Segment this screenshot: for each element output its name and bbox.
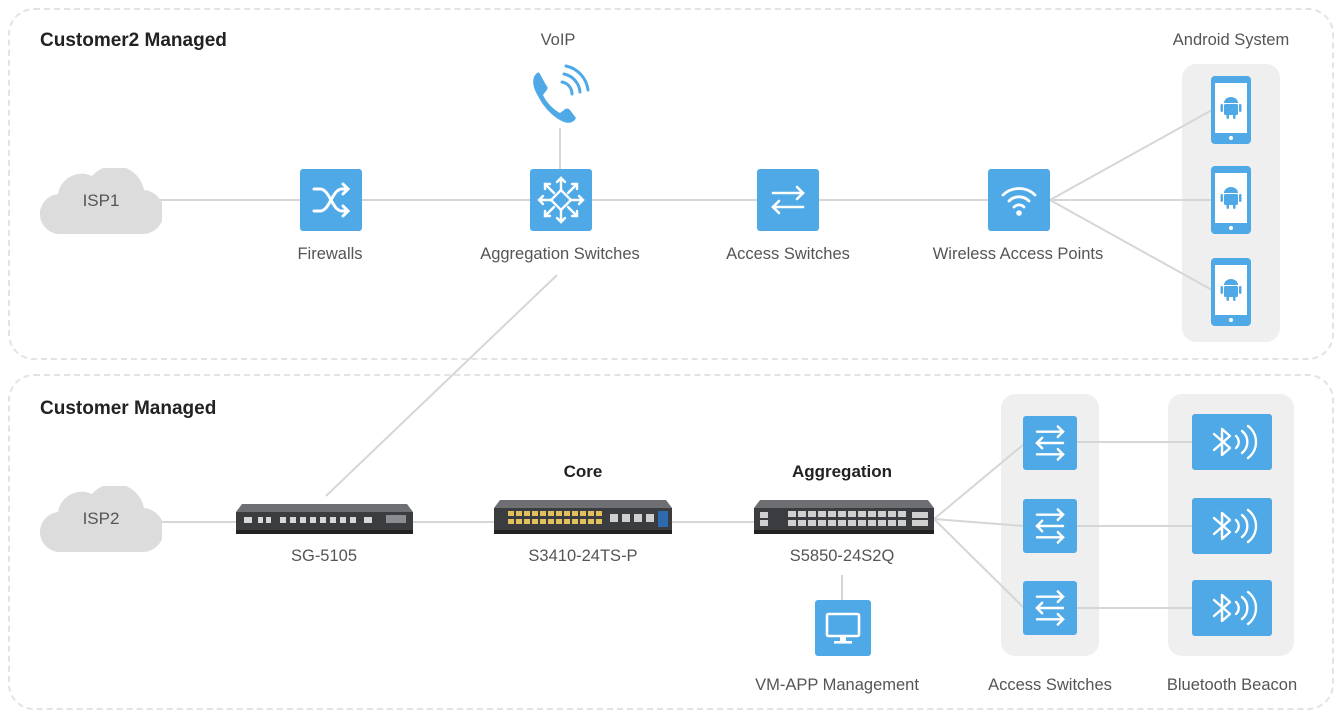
wifi-icon	[1001, 187, 1037, 216]
android-system-label: Android System	[1172, 31, 1290, 49]
access-switch-node	[1023, 581, 1077, 635]
aggregation-heading: Aggregation	[791, 462, 893, 481]
s3410-device	[494, 500, 672, 534]
access-switch-icon	[1035, 425, 1065, 461]
bluetooth-beacon-node	[1192, 580, 1272, 636]
core-heading: Core	[563, 462, 603, 481]
android-tablet-icon	[1211, 76, 1251, 144]
isp2-label: ISP2	[82, 509, 120, 528]
isp2-cloud: ISP2	[40, 486, 162, 552]
sg-5105-label: SG-5105	[290, 547, 358, 565]
access-switch-icon	[1035, 590, 1065, 626]
access-switch-icon	[1035, 508, 1065, 544]
bluetooth-beacon-label: Bluetooth Beacon	[1166, 676, 1298, 694]
sg-5105-device	[236, 504, 413, 534]
cloud-icon	[40, 486, 162, 552]
firewall-node	[300, 169, 362, 231]
access-switch-node	[1023, 416, 1077, 470]
access-switch-node	[757, 169, 819, 231]
cloud-icon	[40, 168, 162, 234]
access-switches-bottom-label: Access Switches	[988, 676, 1112, 694]
bluetooth-beacon-icon	[1212, 424, 1258, 460]
firewall-icon	[312, 182, 351, 218]
phone-icon	[533, 64, 590, 123]
android-tablet-icon	[1211, 166, 1251, 234]
aggregation-switch-icon	[537, 176, 585, 224]
access-switches-top-label: Access Switches	[726, 245, 850, 263]
voip-label: VoIP	[540, 31, 576, 49]
bluetooth-beacon-node	[1192, 498, 1272, 554]
s3410-label: S3410-24TS-P	[528, 547, 638, 565]
s5850-device	[754, 500, 934, 534]
vm-app-node	[815, 600, 871, 656]
aggregation-switch-node	[530, 169, 592, 231]
access-switch-node	[1023, 499, 1077, 553]
vm-app-label: VM-APP Management	[755, 676, 919, 694]
network-switch-device	[494, 500, 672, 534]
network-switch-device	[754, 500, 934, 534]
zone-customer-managed	[8, 374, 1334, 710]
aggregation-switches-label: Aggregation Switches	[480, 245, 640, 263]
wireless-ap-node	[988, 169, 1050, 231]
isp1-label: ISP1	[82, 191, 120, 210]
network-switch-device	[236, 504, 413, 534]
isp1-cloud: ISP1	[40, 168, 162, 234]
zone-customer2-managed	[8, 8, 1334, 360]
firewalls-label: Firewalls	[297, 245, 363, 263]
android-tablet-icon	[1211, 258, 1251, 326]
monitor-icon	[825, 612, 861, 644]
zone-title-customer: Customer Managed	[40, 398, 217, 419]
zone-title-customer2: Customer2 Managed	[40, 30, 227, 51]
bluetooth-beacon-icon	[1212, 590, 1258, 626]
bluetooth-beacon-node	[1192, 414, 1272, 470]
bluetooth-beacon-icon	[1212, 508, 1258, 544]
s5850-label: S5850-24S2Q	[789, 547, 895, 565]
access-switch-icon	[771, 185, 805, 215]
wireless-access-points-label: Wireless Access Points	[932, 245, 1104, 263]
